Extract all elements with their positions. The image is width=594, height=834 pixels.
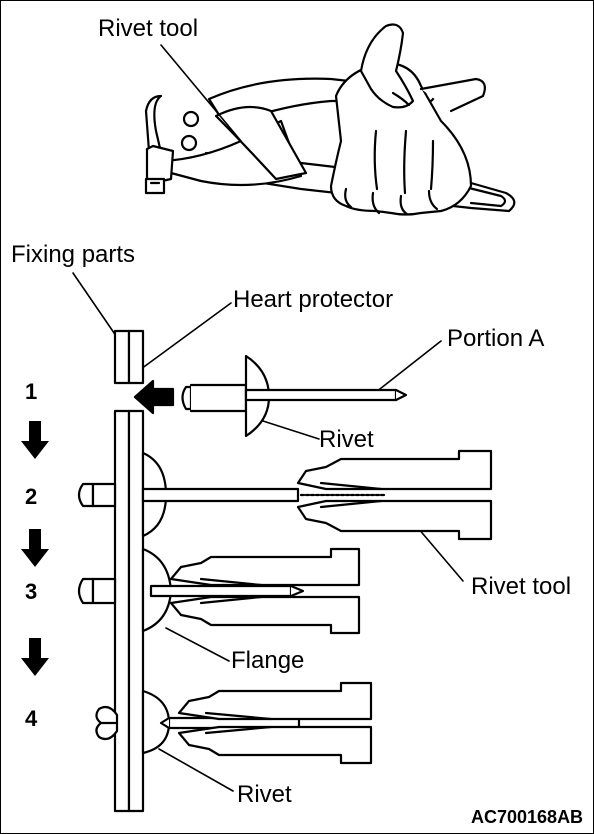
figure-code: AC700168AB: [471, 807, 584, 827]
leader-rivet-tool-top: [160, 44, 242, 142]
step-3-assembly: [77, 547, 361, 635]
step-number-4: 4: [25, 706, 38, 731]
leader-portion-a: [370, 340, 442, 397]
step-number-2: 2: [25, 484, 38, 509]
leader-flange: [165, 627, 230, 662]
step-number-1: 1: [25, 379, 38, 404]
leader-rivet-4: [158, 748, 234, 792]
fixed-plate: [113, 409, 145, 813]
leader-heart-protector: [140, 302, 232, 370]
label-portion-a: Portion A: [447, 325, 545, 352]
insert-arrow-icon: [133, 379, 175, 415]
label-rivet-4: Rivet: [237, 781, 292, 808]
leader-rivet-1: [262, 420, 320, 440]
label-flange: Flange: [231, 647, 305, 674]
step-number-3: 3: [25, 579, 38, 604]
label-fixing-parts: Fixing parts: [11, 241, 136, 268]
label-heart-protector: Heart protector: [233, 286, 394, 313]
down-arrow-icon: [21, 421, 49, 676]
step-1-parts: [113, 329, 408, 438]
hand-glove-illustration: [329, 23, 486, 216]
step-4-assembly: [95, 681, 373, 765]
label-rivet-tool-top: Rivet tool: [98, 15, 199, 42]
step-2-assembly: [77, 449, 493, 541]
label-rivet-tool-2: Rivet tool: [471, 573, 572, 600]
label-rivet-1: Rivet: [319, 426, 374, 453]
